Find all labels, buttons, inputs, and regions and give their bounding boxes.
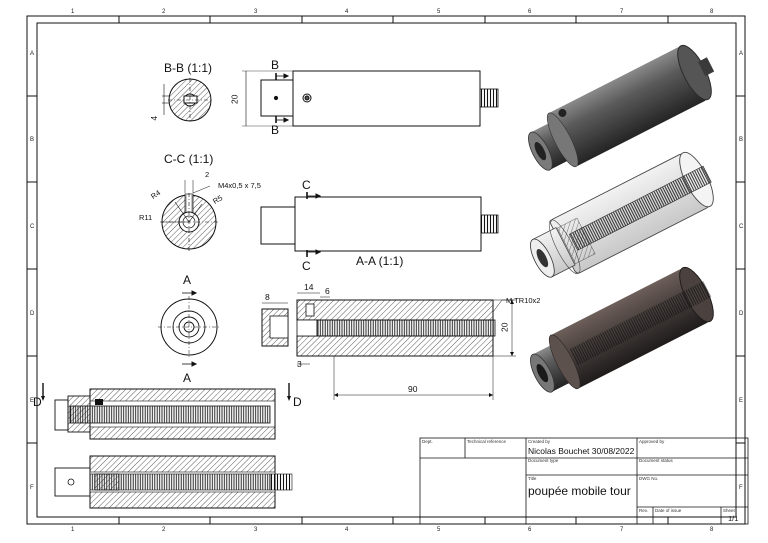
zone-row-e-right: E (739, 398, 744, 404)
cut-label-d-right: D (293, 395, 302, 409)
render-3d-transparent (530, 151, 714, 278)
tb-sheet-label: Sheet (723, 508, 735, 513)
dim-14: 14 (304, 282, 314, 292)
zone-row-f: F (30, 485, 34, 491)
zone-col-2-bottom: 2 (162, 527, 166, 533)
section-aa-view (261, 292, 516, 400)
tb-created-by-value: Nicolas Bouchet 30/08/2022 (528, 446, 635, 456)
dim-8: 8 (265, 292, 270, 302)
zone-col-8-bottom: 8 (710, 527, 714, 533)
tb-date-of-issue-label: Date of issue (655, 508, 682, 513)
dim-height-20: 20 (229, 94, 240, 104)
zone-row-b: B (30, 137, 35, 143)
render-3d-dark (530, 266, 714, 393)
section-bb-view (162, 78, 212, 122)
radius-r11: R11 (139, 213, 153, 222)
tb-doc-status-label: Document status (639, 458, 673, 463)
dim-slot-4: 4 (149, 115, 160, 121)
title-block-frame (419, 437, 749, 525)
zone-row-d-right: D (739, 311, 744, 317)
thread-note-tr10x2: M TR10x2 (506, 296, 541, 305)
dim-6: 6 (325, 286, 330, 296)
zone-col-5: 5 (437, 9, 441, 15)
zone-col-3-bottom: 3 (254, 527, 258, 533)
tb-dept-label: Dept. (422, 439, 433, 444)
dim-20: 20 (499, 322, 510, 332)
tb-doc-type-label: Document type (528, 458, 559, 463)
section-cc-view (160, 180, 218, 251)
section-bb-title: B-B (1:1) (164, 61, 213, 75)
dim-3: 3 (297, 359, 302, 369)
cut-label-b-top: B (271, 58, 280, 72)
zone-col-4-bottom: 4 (345, 527, 349, 533)
end-view-a (158, 290, 220, 367)
bottom-view (54, 455, 293, 509)
tb-created-by-label: Created by (528, 439, 551, 444)
tb-tech-ref-label: Technical reference (467, 439, 507, 444)
dim-90: 90 (408, 384, 418, 394)
cut-label-a-bottom: A (183, 371, 192, 385)
zone-row-d: D (30, 311, 35, 317)
dim-2: 2 (205, 170, 210, 179)
drawing-frame (26, 15, 746, 525)
side-view-middle (260, 192, 499, 257)
zone-col-1: 1 (71, 9, 75, 15)
zone-row-e: E (30, 398, 35, 404)
tb-rev-label: Rev. (639, 508, 648, 513)
zone-col-5-bottom: 5 (437, 527, 441, 533)
zone-row-a: A (30, 51, 35, 57)
zone-row-c-right: C (739, 224, 744, 230)
section-aa-title: A-A (1:1) (356, 254, 404, 268)
zone-col-6-bottom: 6 (528, 527, 532, 533)
cut-label-c-bottom: C (302, 259, 311, 273)
section-cc-title: C-C (1:1) (164, 152, 214, 166)
cut-label-c-top: C (302, 178, 311, 192)
cut-label-b-bottom: B (271, 123, 280, 137)
thread-note-m4: M4x0,5 x 7,5 (218, 181, 261, 190)
zone-row-a-right: A (739, 51, 744, 57)
zone-col-6: 6 (528, 9, 532, 15)
cut-label-a-top: A (183, 273, 192, 287)
zone-col-7: 7 (620, 9, 624, 15)
tb-dwg-no-label: DWG No. (639, 476, 659, 481)
render-3d-solid (528, 44, 715, 171)
zone-col-7-bottom: 7 (620, 527, 624, 533)
side-view-top (242, 70, 499, 127)
zone-col-3: 3 (254, 9, 258, 15)
zone-row-b-right: B (739, 137, 744, 143)
tb-title-label: Title (528, 476, 537, 481)
zone-col-4: 4 (345, 9, 349, 15)
zone-col-1-bottom: 1 (71, 527, 75, 533)
tb-sheet-value: 1/1 (728, 514, 739, 523)
zone-col-2: 2 (162, 9, 166, 15)
tb-title-value: poupée mobile tour (528, 484, 631, 498)
cut-label-d-left: D (33, 395, 42, 409)
zone-row-c: C (30, 224, 35, 230)
tb-approved-by-label: Approved by (639, 439, 665, 444)
zone-col-8: 8 (710, 9, 714, 15)
section-dd-view (41, 383, 291, 440)
zone-row-f-right: F (739, 485, 743, 491)
